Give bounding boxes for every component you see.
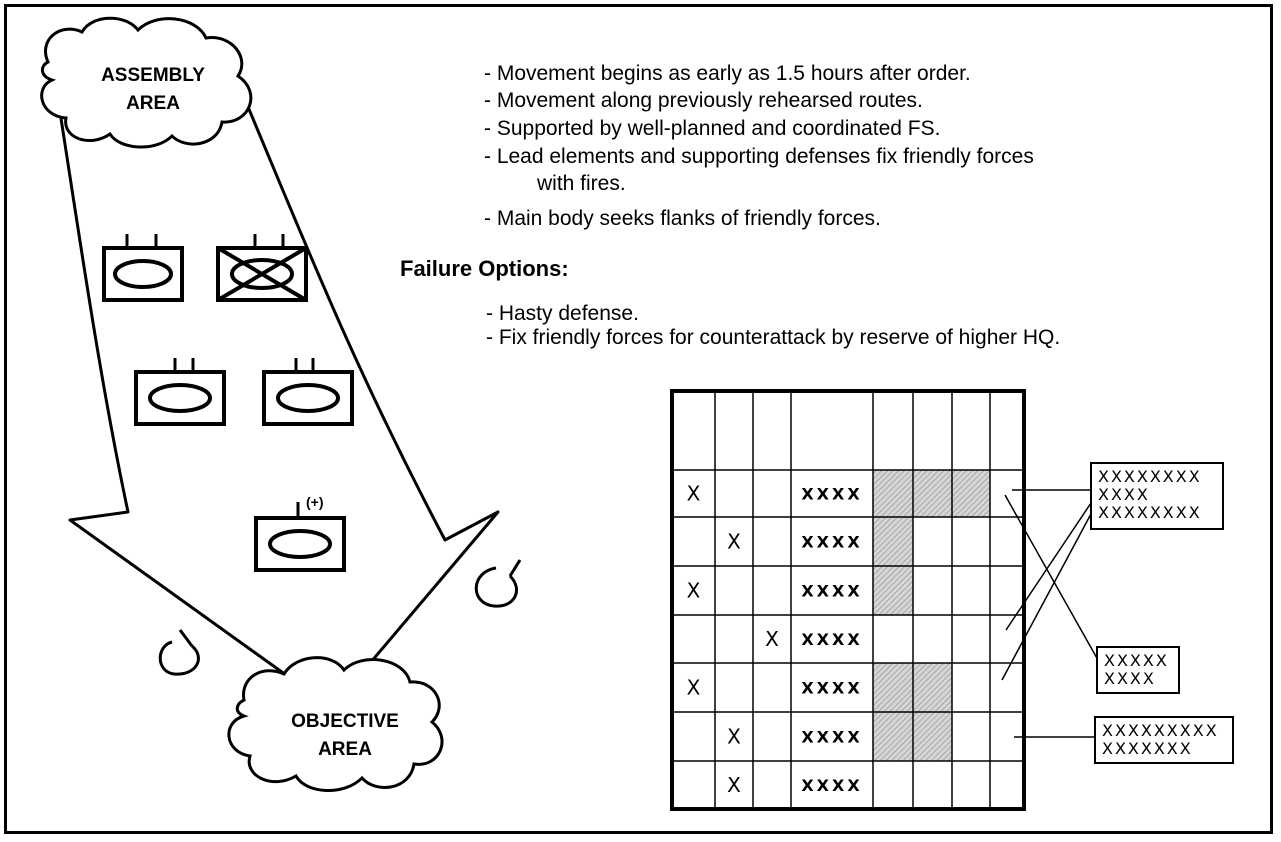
shaded-cell: [873, 470, 913, 517]
grid-xxxx-label: XXXX: [801, 679, 862, 698]
grid-xxxx-label: XXXX: [801, 485, 862, 504]
reinforced-modifier: (+): [306, 494, 324, 510]
bullet-4: - Lead elements and supporting defenses …: [484, 145, 1034, 168]
unit-symbol-reinforced: [254, 502, 346, 572]
shaded-cell: [913, 663, 952, 712]
bullet-1: - Movement begins as early as 1.5 hours …: [484, 62, 971, 85]
side-box-2: XXXXX XXXX: [1096, 646, 1180, 694]
objective-area-label: OBJECTIVE AREA: [291, 711, 399, 760]
grid-xxxx-label: XXXX: [801, 776, 862, 795]
side-box-3: XXXXXXXXX XXXXXXX: [1094, 716, 1234, 764]
objective-area-cloud: [227, 656, 444, 792]
grid-x-mark: X: [727, 530, 741, 554]
assembly-area-cloud: [40, 16, 253, 149]
failure-heading: Failure Options:: [400, 256, 569, 281]
side-box-1: XXXXXXXX XXXX XXXXXXXX: [1090, 462, 1224, 530]
shaded-cell: [873, 517, 913, 566]
grid-border: [670, 389, 1026, 811]
grid-x-mark: X: [765, 627, 779, 651]
shaded-cell: [873, 566, 913, 615]
assembly-area-label: ASSEMBLY AREA: [101, 65, 205, 114]
side-box-3-line: XXXXXXX: [1102, 739, 1193, 758]
grid-x-mark: X: [727, 773, 741, 797]
side-box-2-line: XXXX: [1104, 669, 1156, 688]
grid-xxxx-label: XXXX: [801, 630, 862, 649]
bullet-5: - Main body seeks flanks of friendly for…: [484, 207, 881, 230]
grid-xxxx-label: XXXX: [801, 582, 862, 601]
unit-symbol-1: [102, 234, 184, 302]
shaded-cell: [913, 712, 952, 761]
grid-xxxx-label: XXXX: [801, 533, 862, 552]
side-box-1-line: XXXXXXXX: [1098, 503, 1202, 522]
grid-x-mark: X: [727, 725, 741, 749]
shaded-cell: [952, 470, 990, 517]
bullet-3: - Supported by well-planned and coordina…: [484, 117, 941, 140]
shaded-cell: [913, 470, 952, 517]
shaded-cell: [873, 663, 913, 712]
bullet-4-cont: with fires.: [537, 172, 626, 195]
grid-x-mark: X: [687, 676, 701, 700]
connector-lines: [1001, 489, 1099, 738]
hook-symbol-right: [474, 559, 522, 608]
grid-x-mark: X: [687, 482, 701, 506]
unit-symbol-4: [262, 358, 354, 426]
side-box-2-line: XXXXX: [1104, 651, 1169, 670]
side-box-1-line: XXXXXXXX: [1098, 467, 1202, 486]
unit-symbol-destroyed: [216, 234, 308, 302]
unit-symbol-3: [134, 358, 226, 426]
grid-x-mark: X: [687, 579, 701, 603]
shaded-cell: [873, 712, 913, 761]
hook-symbol-left: [158, 629, 200, 676]
figure-frame: [4, 4, 1273, 834]
grid-xxxx-label: XXXX: [801, 728, 862, 747]
side-box-3-line: XXXXXXXXX: [1102, 721, 1219, 740]
failure-item-1: - Hasty defense.: [486, 302, 639, 325]
bullet-2: - Movement along previously rehearsed ro…: [484, 89, 923, 112]
side-box-1-line: XXXX: [1098, 485, 1150, 504]
failure-item-2: - Fix friendly forces for counterattack …: [486, 326, 1061, 349]
